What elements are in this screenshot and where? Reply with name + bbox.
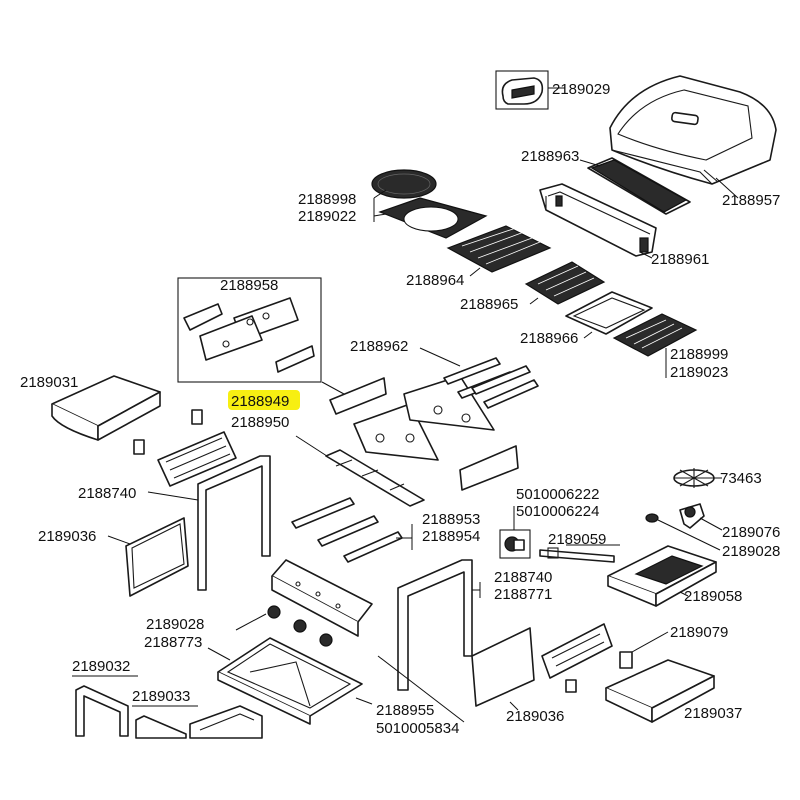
leader-line <box>377 655 465 723</box>
label-2188964: 2188964 <box>406 272 464 289</box>
label-2188998: 2188998 <box>298 191 356 208</box>
label-2188957: 2188957 <box>722 192 780 209</box>
leader-line <box>147 491 199 501</box>
firebox-panels-part[interactable] <box>329 375 519 491</box>
label-5010006224: 5010006224 <box>516 503 599 520</box>
label-2189079: 2189079 <box>670 624 728 641</box>
leader-line <box>509 701 519 711</box>
knob-small-part[interactable] <box>645 513 659 523</box>
label-2188773: 2188773 <box>144 634 202 651</box>
front-control-panel-part[interactable] <box>271 559 373 637</box>
leader-line <box>321 381 345 395</box>
label-2188958: 2188958 <box>220 277 278 294</box>
leader-line <box>469 267 481 277</box>
cooking-grid-left-part[interactable] <box>446 225 552 273</box>
cart-panel-left-part[interactable] <box>125 517 189 597</box>
label-2189032: 2189032 <box>72 658 130 675</box>
grease-tray-part[interactable] <box>217 637 363 725</box>
leader-line <box>579 159 601 167</box>
thermometer-part[interactable] <box>495 70 549 110</box>
highlight-box <box>228 390 300 410</box>
side-shelf-right-part[interactable] <box>605 659 715 723</box>
label-2189029: 2189029 <box>552 81 610 98</box>
bracket-part[interactable] <box>133 409 203 455</box>
leader-line <box>529 297 539 305</box>
firebox-panel-set-part[interactable] <box>177 277 322 383</box>
cart-frame-left-part[interactable] <box>197 455 271 591</box>
label-2189036-left: 2189036 <box>38 528 96 545</box>
leader-line <box>419 347 461 367</box>
label-2189036-right: 2189036 <box>506 708 564 725</box>
cart-panel-right-part[interactable] <box>471 627 535 707</box>
leader-line <box>373 213 387 217</box>
label-2188740-right: 2188740 <box>494 569 552 586</box>
label-2188949[interactable]: 2188949 <box>231 393 289 410</box>
leader-line <box>583 331 593 339</box>
leader-line <box>107 535 131 545</box>
leader-line <box>715 177 739 199</box>
label-5010006222: 5010006222 <box>516 486 599 503</box>
regulator-part[interactable] <box>499 529 531 559</box>
grate-frame-part[interactable] <box>378 197 488 239</box>
gas-tube-part[interactable] <box>539 547 615 563</box>
control-panel-part[interactable] <box>157 431 237 487</box>
label-2188955: 2188955 <box>376 702 434 719</box>
label-2188963: 2188963 <box>521 148 579 165</box>
label-2189033: 2189033 <box>132 688 190 705</box>
label-2189059: 2189059 <box>548 531 606 548</box>
control-knobs-part[interactable] <box>267 605 333 647</box>
small-bracket-part[interactable] <box>619 651 633 669</box>
label-2189058: 2189058 <box>684 588 742 605</box>
leader-line <box>699 517 723 531</box>
label-2189031: 2189031 <box>20 374 78 391</box>
leader-line <box>355 697 373 705</box>
cart-frame-right-part[interactable] <box>397 559 473 691</box>
label-2189037: 2189037 <box>684 705 742 722</box>
side-burner-shelf-part[interactable] <box>607 545 717 607</box>
label-2188954: 2188954 <box>422 528 480 545</box>
door-left-part[interactable] <box>75 685 129 737</box>
label-2188771: 2188771 <box>494 586 552 603</box>
leader-line <box>639 251 653 259</box>
leader-line <box>235 613 267 631</box>
leader-line <box>631 631 669 653</box>
label-2188953: 2188953 <box>422 511 480 528</box>
label-2188961: 2188961 <box>651 251 709 268</box>
side-control-panel-part[interactable] <box>541 623 613 693</box>
flame-tamer-part[interactable] <box>443 357 539 409</box>
door-right-part[interactable] <box>135 705 263 739</box>
cooking-grid-right-part[interactable] <box>524 261 606 305</box>
label-2188965: 2188965 <box>460 296 518 313</box>
heat-shield-part[interactable] <box>539 183 657 257</box>
side-burner-grate-part[interactable] <box>673 468 715 488</box>
label-2188999: 2188999 <box>670 346 728 363</box>
label-73463: 73463 <box>720 470 762 487</box>
side-burner-part[interactable] <box>679 503 705 529</box>
label-5010005834: 5010005834 <box>376 720 459 737</box>
leader-line <box>207 647 231 661</box>
label-2189023: 2189023 <box>670 364 728 381</box>
label-2189076: 2189076 <box>722 524 780 541</box>
leader-line <box>679 591 689 597</box>
label-2189028-left: 2189028 <box>146 616 204 633</box>
leader-line <box>373 189 387 199</box>
griddle-plate-part[interactable] <box>565 291 653 335</box>
warming-rack-part[interactable] <box>587 157 691 215</box>
grill-lid-part[interactable] <box>609 75 777 185</box>
label-2189022: 2189022 <box>298 208 356 225</box>
label-2188962: 2188962 <box>350 338 408 355</box>
label-2188740-left: 2188740 <box>78 485 136 502</box>
label-2188950: 2188950 <box>231 414 289 431</box>
burner-rail-part[interactable] <box>325 449 425 507</box>
side-grid-part[interactable] <box>612 313 698 357</box>
side-shelf-left-part[interactable] <box>51 375 161 441</box>
round-grate-part[interactable] <box>371 169 437 199</box>
leader-line <box>295 435 331 459</box>
burner-tubes-part[interactable] <box>291 497 403 563</box>
label-2189028-right: 2189028 <box>722 543 780 560</box>
label-2188966: 2188966 <box>520 330 578 347</box>
leader-line <box>657 519 721 551</box>
